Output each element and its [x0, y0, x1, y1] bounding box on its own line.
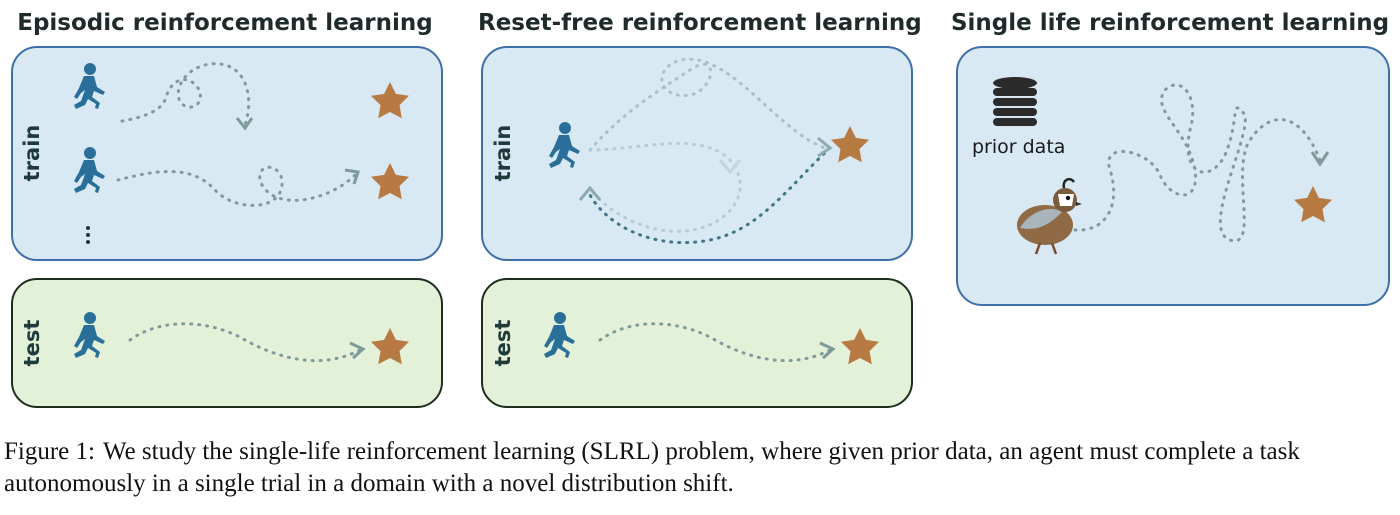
single-life-title: Single life reinforcement learning — [950, 10, 1390, 36]
star-icon — [831, 126, 869, 163]
arrowhead-icon — [1310, 151, 1330, 167]
reset-free-test-path — [598, 322, 832, 363]
arrowhead-icon — [235, 117, 254, 131]
star-icon — [371, 328, 409, 365]
quail-icon — [1017, 177, 1082, 255]
arrowhead-icon — [819, 341, 836, 360]
star-icon — [1294, 186, 1332, 223]
caption-label: Figure 1: — [4, 438, 95, 465]
running-person-icon — [74, 63, 105, 109]
arrowhead-icon — [718, 159, 742, 175]
single-life-path — [1073, 83, 1322, 243]
episodic-title: Episodic reinforcement learning — [17, 10, 433, 36]
episodic-path-2 — [116, 165, 357, 207]
database-icon — [993, 77, 1037, 126]
arrowhead-icon — [578, 185, 602, 201]
star-icon — [371, 163, 409, 200]
reset-free-return-path — [588, 146, 832, 245]
running-person-icon — [74, 147, 105, 193]
reset-free-title: Reset-free reinforcement learning — [478, 10, 922, 36]
reset-free-path-1 — [588, 57, 827, 152]
episodic-test-panel — [11, 278, 443, 408]
ellipsis-icon — [86, 226, 90, 244]
star-icon — [841, 328, 879, 365]
arrowhead-icon — [349, 341, 366, 360]
prior-data-label: prior data — [972, 136, 1066, 158]
diagram-graphics — [74, 57, 1332, 365]
running-person-icon — [549, 122, 580, 168]
episodic-path-1 — [120, 62, 251, 127]
caption-text: We study the single-life reinforcement l… — [4, 438, 1300, 497]
figure-caption: Figure 1:We study the single-life reinfo… — [4, 436, 1396, 500]
star-icon — [371, 82, 409, 119]
reset-free-path-2 — [588, 142, 742, 233]
running-person-icon — [74, 312, 105, 358]
arrowhead-icon — [817, 136, 833, 158]
running-person-icon — [544, 312, 575, 358]
episodic-test-path — [128, 322, 362, 363]
arrowhead-icon — [344, 168, 360, 185]
reset-free-test-panel — [481, 278, 913, 408]
